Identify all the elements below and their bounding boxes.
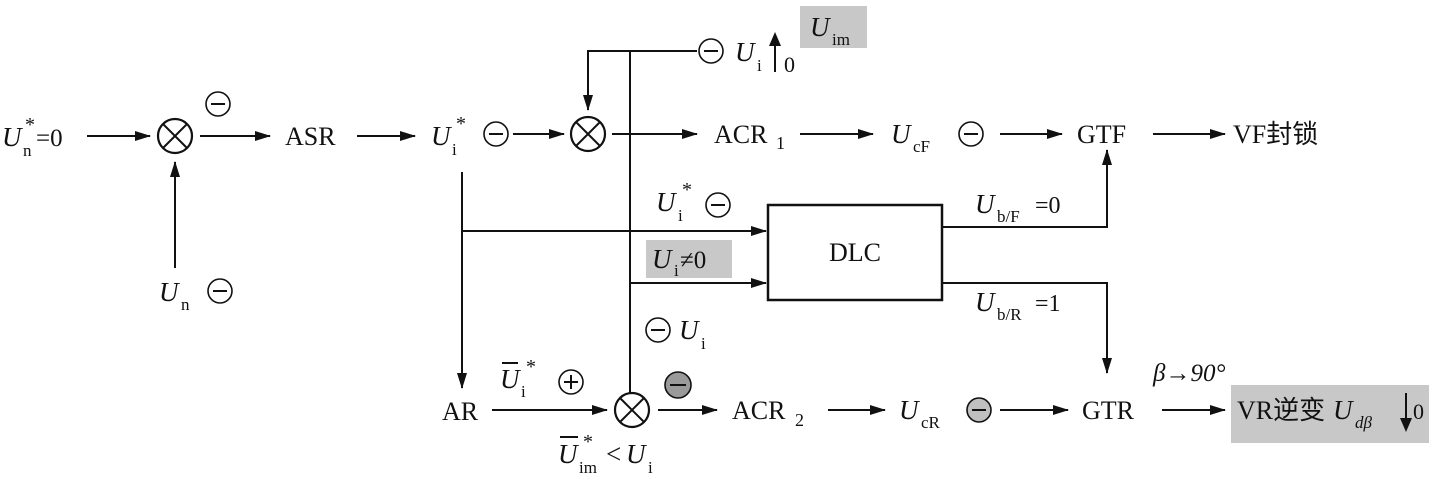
svg-text:U: U (159, 277, 180, 307)
svg-text:=0: =0 (1035, 193, 1061, 219)
svg-text:1: 1 (776, 133, 785, 153)
sign-minus-ucf (958, 121, 984, 147)
label-ui-lower: U i (679, 315, 706, 353)
svg-text:U: U (626, 439, 647, 469)
svg-text:im: im (832, 30, 850, 49)
svg-text:n: n (23, 141, 32, 160)
ar-label: AR (442, 397, 479, 426)
label-un-ref-zero: U n * =0 (2, 114, 63, 160)
sign-plus-ar-out (558, 369, 584, 395)
signal-lines (87, 50, 1226, 415)
gtf-label: GTF (1077, 120, 1126, 149)
svg-text:i: i (452, 140, 457, 159)
label-ucr: U cR (899, 395, 941, 432)
sign-minus-ui-lower (645, 317, 671, 343)
svg-text:0: 0 (784, 52, 795, 77)
label-ui-rise: U i 0 (735, 32, 795, 77)
svg-text:U: U (431, 121, 452, 151)
svg-text:*: * (526, 356, 536, 378)
svg-text:ACR: ACR (714, 120, 768, 149)
svg-text:U: U (558, 439, 579, 469)
svg-text:U: U (735, 37, 756, 67)
svg-text:ACR: ACR (732, 396, 786, 425)
label-un-feedback: U n (159, 277, 190, 314)
summing-junction-speed (156, 117, 194, 155)
label-ui-ref: U i * (431, 113, 466, 159)
svg-text:U: U (652, 244, 673, 274)
vf-lock-label: VF封锁 (1233, 120, 1318, 149)
label-ui-bar-ref: U i * (500, 356, 536, 401)
svg-text:U: U (891, 119, 912, 149)
sign-minus-ui-ref (483, 121, 509, 147)
svg-text:i: i (521, 382, 526, 401)
label-ubr: U b/R =1 (975, 287, 1061, 324)
svg-text:i: i (757, 56, 762, 75)
svg-text:b/R: b/R (997, 305, 1022, 324)
svg-text:2: 2 (795, 410, 804, 430)
svg-text:U: U (1333, 395, 1354, 425)
svg-text:i: i (648, 458, 653, 477)
ui-neq0-highlight (646, 240, 732, 278)
label-vr-inverter: VR逆变 U dβ 0 (1237, 393, 1424, 432)
svg-text:U: U (975, 189, 996, 219)
gtr-label: GTR (1082, 396, 1135, 425)
svg-text:≠0: ≠0 (680, 247, 706, 274)
ui-feedback-upper-arrow (583, 50, 697, 111)
vr-inverter-highlight (1231, 385, 1429, 443)
acr1-label: ACR 1 (714, 120, 785, 153)
svg-text:n: n (181, 295, 190, 314)
dlc-to-gtr-arrow (942, 282, 1112, 374)
svg-text:*: * (456, 113, 466, 135)
sign-minus-ucr-filled (966, 397, 992, 423)
svg-text:i: i (674, 261, 679, 280)
svg-text:=1: =1 (1035, 291, 1061, 317)
svg-text:U: U (899, 395, 920, 425)
acr2-label: ACR 2 (732, 396, 804, 430)
label-uim: U im (810, 12, 850, 49)
sign-minus-speed-out (205, 91, 231, 117)
svg-text:cF: cF (913, 137, 930, 156)
svg-text:*: * (682, 179, 692, 201)
svg-text:U: U (975, 287, 996, 317)
sign-minus-ui-feedback (698, 38, 724, 64)
label-ui-neq-zero: U i ≠0 (652, 244, 706, 280)
label-ui-ref-dlc: U i * (656, 179, 692, 225)
svg-text:dβ: dβ (1355, 413, 1373, 432)
svg-text:i: i (678, 206, 683, 225)
sign-minus-un (207, 278, 233, 304)
sign-minus-ui-dlc (705, 192, 731, 218)
label-uim-bar-less-ui: U im * < U i (558, 431, 653, 477)
svg-text:U: U (679, 315, 700, 345)
svg-text:U: U (2, 122, 23, 152)
dlc-block (766, 203, 944, 302)
svg-text:=0: =0 (36, 125, 63, 152)
svg-text:*: * (25, 114, 35, 136)
svg-text:U: U (500, 364, 521, 394)
summing-junction-current-reverse (613, 391, 651, 429)
label-ubf: U b/F =0 (975, 189, 1061, 226)
dlc-to-gtf-arrow (942, 149, 1112, 228)
svg-text:cR: cR (921, 413, 941, 432)
svg-text:b/F: b/F (997, 207, 1020, 226)
asr-label: ASR (285, 122, 336, 151)
svg-text:<: < (606, 439, 621, 469)
dlc-label: DLC (829, 238, 881, 267)
beta-to-90-label: β→90° (1152, 360, 1225, 387)
uim-highlight (800, 6, 867, 48)
summing-junction-current-forward (569, 115, 607, 153)
svg-text:U: U (810, 12, 831, 42)
svg-text:i: i (701, 334, 706, 353)
label-ucf: U cF (891, 119, 930, 156)
svg-text:U: U (656, 187, 677, 217)
svg-text:*: * (583, 431, 593, 453)
svg-text:im: im (579, 458, 597, 477)
sign-minus-sum3-out-filled (664, 371, 692, 399)
svg-text:0: 0 (1413, 399, 1424, 424)
svg-text:VR逆变: VR逆变 (1237, 396, 1325, 425)
